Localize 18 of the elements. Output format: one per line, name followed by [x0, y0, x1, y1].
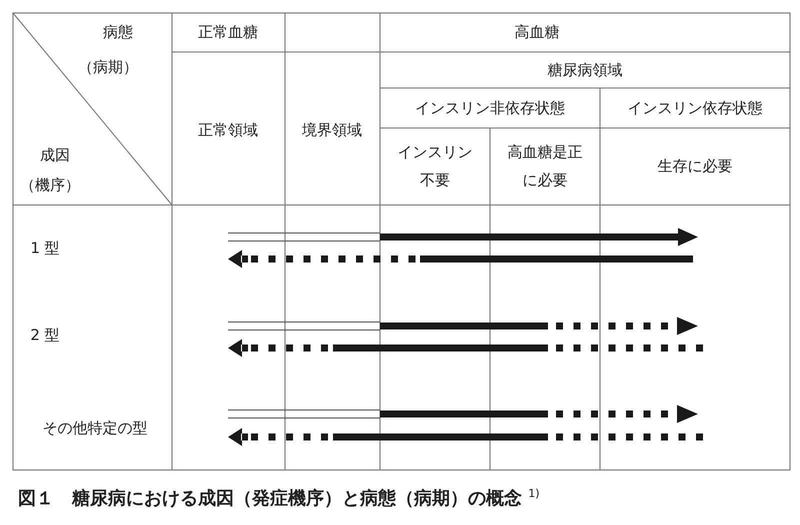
- column-header: インスリン不要: [396, 142, 474, 191]
- column-header: 境界領域: [302, 120, 362, 141]
- column-header: 正常血糖: [198, 22, 258, 43]
- column-header: 正常領域: [198, 120, 258, 141]
- column-header: 糖尿病領域: [548, 60, 622, 81]
- row-header: 1 型: [30, 238, 60, 259]
- axis-heading: 成因: [40, 145, 70, 166]
- column-header: 高血糖是正に必要: [506, 142, 584, 191]
- column-header: 生存に必要: [658, 156, 732, 177]
- figure-caption: 図１ 糖尿病における成因（発症機序）と病態（病期）の概念 $^{1)}$: [18, 486, 540, 510]
- axis-heading: （病期）: [78, 57, 138, 78]
- column-header: インスリン非依存状態: [415, 98, 565, 119]
- column-header: 高血糖: [514, 22, 560, 43]
- axis-heading: （機序）: [20, 175, 80, 196]
- row-header: 2 型: [30, 325, 60, 346]
- axis-heading: 病態: [103, 22, 133, 43]
- column-header: インスリン依存状態: [628, 98, 762, 119]
- row-header: その他特定の型: [42, 418, 148, 439]
